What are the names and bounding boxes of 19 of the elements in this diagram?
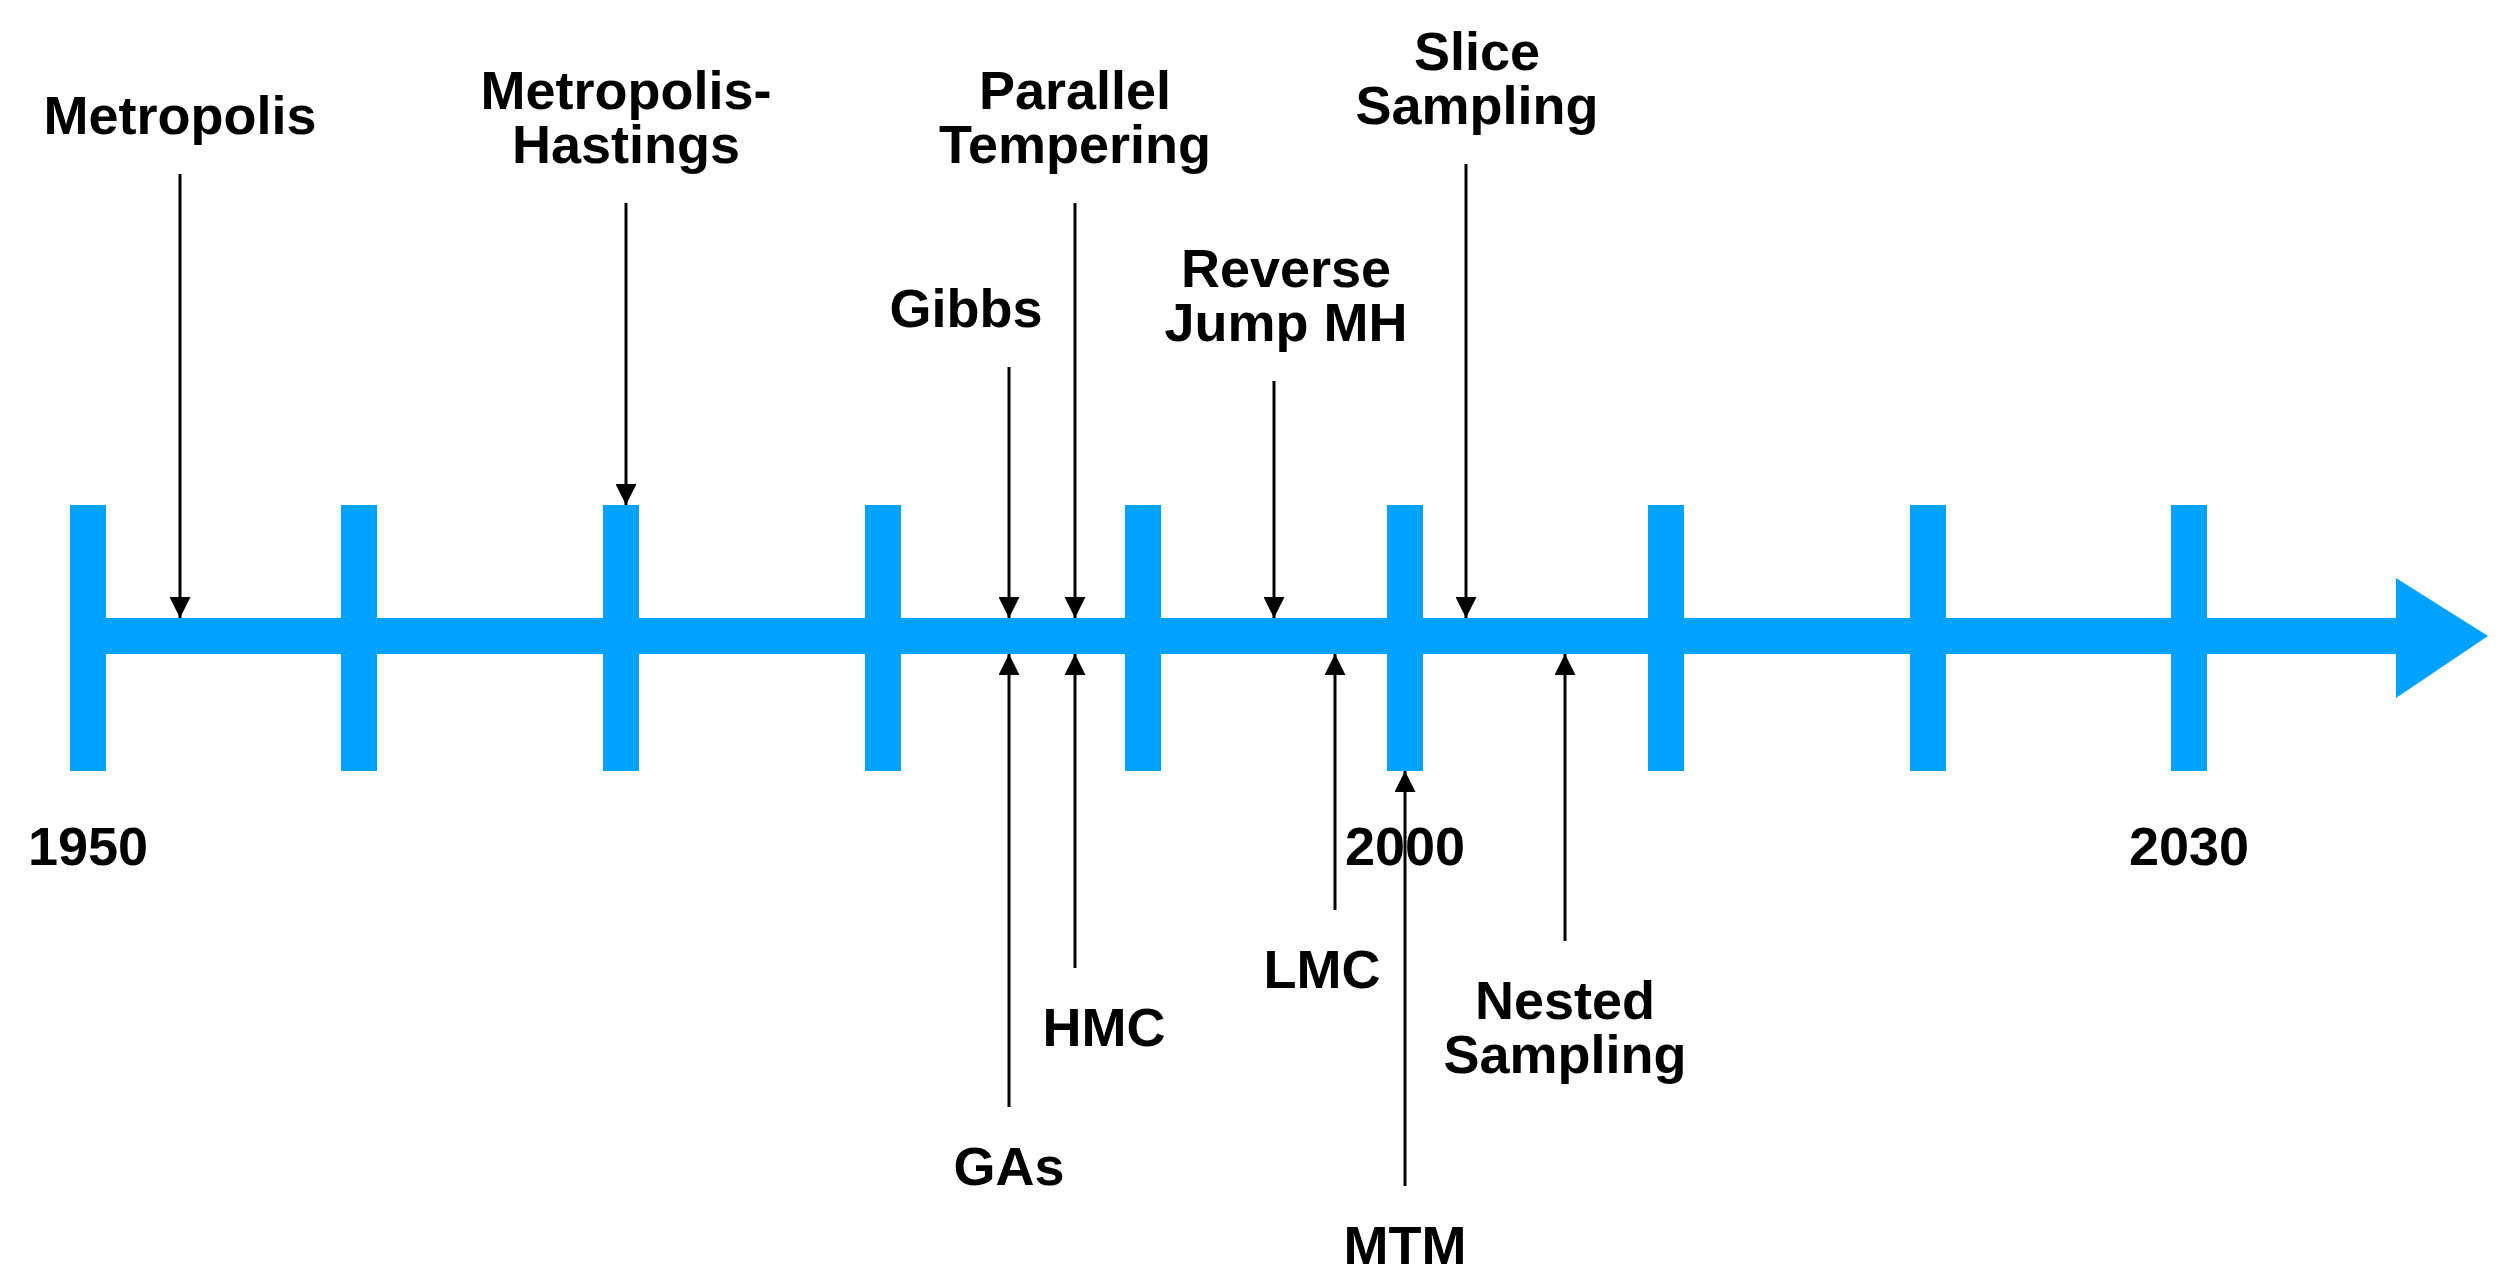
leader-arrow bbox=[1394, 771, 1416, 1186]
leader-arrow bbox=[1064, 203, 1086, 618]
leader-arrow bbox=[1324, 654, 1346, 910]
leader-arrow bbox=[1064, 654, 1086, 968]
leader-arrow bbox=[998, 654, 1020, 1107]
method-label: GAs bbox=[929, 1139, 1089, 1193]
leader-arrow bbox=[1263, 381, 1285, 618]
leader-arrow bbox=[1554, 654, 1576, 941]
leader-arrow bbox=[998, 367, 1020, 618]
method-label: MTM bbox=[1315, 1218, 1495, 1272]
year-label: 1950 bbox=[27, 819, 149, 873]
leader-arrow bbox=[169, 174, 191, 618]
leader-arrow bbox=[1455, 164, 1477, 618]
method-label: HMC bbox=[1024, 1000, 1184, 1054]
leader-arrow bbox=[615, 203, 637, 505]
timeline-axis bbox=[70, 505, 2488, 771]
method-label: LMC bbox=[1242, 942, 1402, 996]
method-label: Gibbs bbox=[856, 281, 1076, 335]
year-label: 2030 bbox=[2128, 819, 2250, 873]
